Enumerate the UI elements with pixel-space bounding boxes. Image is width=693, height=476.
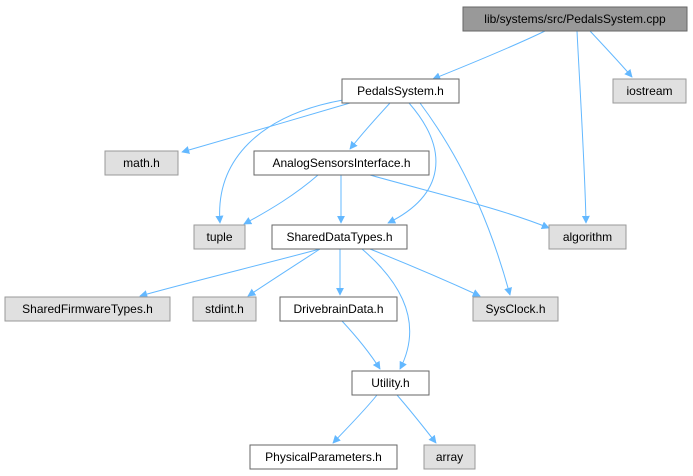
node-box [462,6,688,32]
node-box [4,296,171,322]
node-label: AnalogSensorsInterface.h [272,156,410,170]
node-label: tuple [206,230,232,244]
edges-layer [139,30,633,444]
node-box [193,224,246,250]
node-label: PhysicalParameters.h [265,450,382,464]
node-label: SharedFirmwareTypes.h [22,302,153,316]
node-array: array [423,444,476,470]
edge-drivebrain_h-to-utility_h [341,320,381,370]
edge-pedals_h-to-sysclock_h [419,102,512,296]
edge-pedals_h-to-analog_h [349,102,391,150]
node-utility-h[interactable]: Utility.h [351,370,430,396]
node-box [279,296,398,322]
node-box [341,78,460,104]
node-drivebrain-h[interactable]: DrivebrainData.h [279,296,398,322]
edge-pedals_h-to-shared_data_h [387,102,437,224]
node-box [192,296,257,322]
edge-utility_h-to-physical_h [332,394,378,444]
node-label: DrivebrainData.h [293,302,383,316]
node-label: iostream [626,84,672,98]
node-shared-data-h[interactable]: SharedDataTypes.h [271,224,408,250]
node-sysclock-h: SysClock.h [472,296,559,322]
node-algorithm: algorithm [548,224,627,250]
node-pedals-h[interactable]: PedalsSystem.h [341,78,460,104]
node-box [249,444,398,470]
node-tuple: tuple [193,224,246,250]
edge-pedals_h-to-math_h [181,102,351,154]
node-box [253,150,430,176]
edge-utility_h-to-array [396,394,437,444]
node-label: lib/systems/src/PedalsSystem.cpp [484,12,666,26]
node-label: array [436,450,463,464]
nodes-layer: lib/systems/src/PedalsSystem.cppPedalsSy… [4,6,688,470]
edge-pedals_h-to-tuple [215,99,344,224]
node-pedals-cpp[interactable]: lib/systems/src/PedalsSystem.cpp [462,6,688,32]
edge-analog_h-to-algorithm [369,174,550,229]
node-label: PedalsSystem.h [357,84,444,98]
node-box [104,150,179,176]
node-physical-h[interactable]: PhysicalParameters.h [249,444,398,470]
node-analog-h[interactable]: AnalogSensorsInterface.h [253,150,430,176]
node-math-h: math.h [104,150,179,176]
edge-pedals_cpp-to-iostream [589,30,633,78]
edge-shared_data_h-to-sysclock_h [369,248,481,297]
node-box [612,78,687,104]
node-box [271,224,408,250]
node-box [423,444,476,470]
node-label: SysClock.h [485,302,545,316]
edge-pedals_cpp-to-pedals_h [432,30,546,80]
edge-pedals_cpp-to-algorithm [576,30,590,224]
node-shared-fw-h: SharedFirmwareTypes.h [4,296,171,322]
node-box [472,296,559,322]
node-stdint-h: stdint.h [192,296,257,322]
node-iostream: iostream [612,78,687,104]
edge-shared_data_h-to-stdint_h [247,248,321,297]
edge-shared_data_h-to-utility_h [361,248,411,370]
node-label: stdint.h [205,302,244,316]
node-box [548,224,627,250]
node-box [351,370,430,396]
node-label: math.h [123,156,160,170]
node-label: Utility.h [371,376,409,390]
edge-shared_data_h-to-shared_fw_h [139,248,321,298]
edge-analog_h-to-tuple [243,174,319,225]
node-label: SharedDataTypes.h [286,230,392,244]
node-label: algorithm [563,230,612,244]
